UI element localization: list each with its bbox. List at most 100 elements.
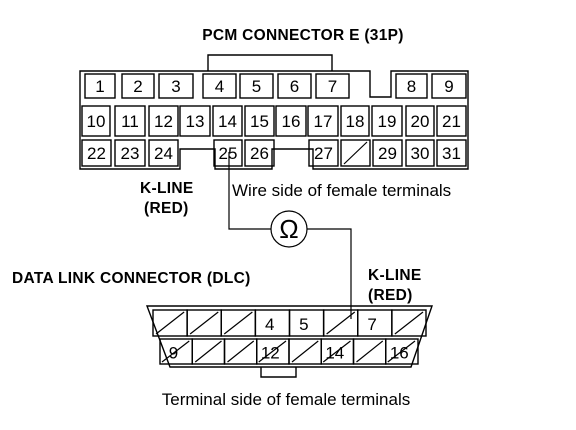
dlc-terminal-5: 5	[299, 315, 308, 334]
pcm-terminal-row-2: 10 11 12 13 14 15 16 17 18 19 20 21	[81, 105, 467, 137]
pcm-terminal-cell	[148, 105, 179, 137]
pcm-terminal-row-3: 22 23 24 25 26 27 29 30 31	[81, 139, 467, 167]
pcm-terminal-cell	[114, 139, 146, 167]
pcm-terminal-cell	[395, 73, 428, 99]
pcm-terminal-cell	[213, 139, 243, 167]
pcm-terminal-1: 1	[95, 77, 104, 96]
ohm-icon: Ω	[279, 214, 298, 244]
dlc-terminal-4: 4	[265, 315, 274, 334]
pcm-terminal-14: 14	[218, 112, 237, 131]
pcm-terminal-24: 24	[154, 144, 173, 163]
dlc-kline-color-label: (RED)	[368, 287, 413, 304]
dlc-terminal-9: 9	[169, 344, 178, 363]
pcm-terminal-29: 29	[378, 144, 397, 163]
pcm-terminal-cell	[405, 139, 435, 167]
dlc-terminal-row-top: 4 5 7	[152, 309, 427, 337]
pcm-terminal-8: 8	[407, 77, 416, 96]
pcm-terminal-11: 11	[121, 112, 139, 131]
dlc-terminal-side-note: Terminal side of female terminals	[162, 390, 410, 409]
pcm-terminal-cell	[315, 73, 350, 99]
pcm-kline-label: K-LINE	[140, 180, 193, 197]
pcm-terminal-cell	[431, 73, 467, 99]
pcm-terminal-16: 16	[282, 112, 301, 131]
dlc-cavity-slash	[356, 340, 384, 363]
pcm-unused-cavity-slash	[343, 141, 368, 165]
test-lead-pcm-25	[228, 152, 271, 230]
pcm-terminal-cell	[244, 139, 275, 167]
pcm-terminal-3: 3	[171, 77, 180, 96]
pcm-terminal-7: 7	[328, 77, 337, 96]
pcm-terminal-cell	[275, 105, 307, 137]
dlc-terminal-12: 12	[261, 344, 280, 363]
pcm-terminal-25: 25	[219, 144, 238, 163]
pcm-terminal-cell	[307, 105, 339, 137]
pcm-lock-tab	[207, 54, 333, 71]
dlc-lock-tab	[260, 367, 297, 378]
pcm-terminal-cell	[405, 105, 435, 137]
pcm-terminal-cell	[244, 105, 275, 137]
pcm-terminal-18: 18	[346, 112, 365, 131]
pcm-terminal-cell	[148, 139, 179, 167]
pcm-terminal-cell	[179, 105, 211, 137]
dlc-cavity-slash	[326, 311, 356, 335]
pcm-terminal-cell	[158, 73, 194, 99]
pcm-terminal-cell	[81, 139, 112, 167]
pcm-terminal-cell	[308, 139, 339, 167]
pcm-terminal-cell	[277, 73, 312, 99]
pcm-terminal-6: 6	[290, 77, 299, 96]
pcm-terminal-10: 10	[87, 112, 106, 131]
dlc-title: DATA LINK CONNECTOR (DLC)	[12, 270, 251, 287]
pcm-wire-side-note: Wire side of female terminals	[232, 181, 451, 200]
dlc-cavity-slash	[155, 311, 185, 335]
pcm-terminal-cell	[340, 105, 370, 137]
pcm-terminal-27: 27	[314, 144, 333, 163]
pcm-unused-cavity-row3-8	[340, 139, 371, 167]
pcm-terminal-cell	[84, 73, 116, 99]
pcm-terminal-cell	[81, 105, 111, 137]
pcm-connector-title: PCM CONNECTOR E (31P)	[202, 27, 404, 44]
dlc-terminal-cell	[385, 338, 419, 365]
pcm-terminal-19: 19	[378, 112, 397, 131]
test-lead-dlc-7	[307, 228, 352, 319]
dlc-cavity-slash	[189, 311, 219, 335]
dlc-cavity-slash	[223, 311, 253, 335]
pcm-terminal-cell	[371, 105, 403, 137]
dlc-cavity-slash	[161, 340, 190, 363]
pcm-terminal-2: 2	[133, 77, 142, 96]
dlc-terminal-7: 7	[367, 315, 376, 334]
pcm-connector-body	[79, 70, 469, 170]
pcm-kline-color-label: (RED)	[144, 200, 189, 217]
dlc-cavity-slash	[387, 340, 416, 363]
dlc-cavity-slash	[322, 340, 351, 363]
pcm-terminal-23: 23	[121, 144, 140, 163]
dlc-kline-label: K-LINE	[368, 267, 421, 284]
dlc-cavity-slash	[394, 311, 424, 335]
dlc-terminal-16: 16	[390, 344, 409, 363]
pcm-terminal-20: 20	[411, 112, 430, 131]
pcm-terminal-22: 22	[87, 144, 106, 163]
pcm-terminal-cell	[212, 105, 243, 137]
pcm-terminal-30: 30	[411, 144, 430, 163]
pcm-terminal-15: 15	[250, 112, 269, 131]
pcm-terminal-26: 26	[250, 144, 269, 163]
dlc-cavity-slash	[194, 340, 222, 363]
pcm-terminal-17: 17	[314, 112, 333, 131]
dlc-cavity-slash	[291, 340, 319, 363]
pcm-terminal-cell	[372, 139, 403, 167]
dlc-terminal-row-bottom: 9 12 14 16	[159, 338, 419, 365]
pcm-terminal-13: 13	[186, 112, 205, 131]
dlc-terminal-14: 14	[325, 344, 344, 363]
pcm-terminal-cell	[436, 105, 467, 137]
pcm-terminal-31: 31	[442, 144, 461, 163]
dlc-connector-body	[145, 305, 433, 368]
pcm-terminal-9: 9	[444, 77, 453, 96]
dlc-terminal-cell	[391, 309, 427, 337]
pcm-terminal-12: 12	[154, 112, 173, 131]
pcm-terminal-cell	[114, 105, 146, 137]
dlc-cavity-slash	[258, 340, 287, 363]
pcm-terminal-21: 21	[442, 112, 461, 131]
pcm-terminal-4: 4	[215, 77, 224, 96]
pcm-terminal-cell	[436, 139, 467, 167]
